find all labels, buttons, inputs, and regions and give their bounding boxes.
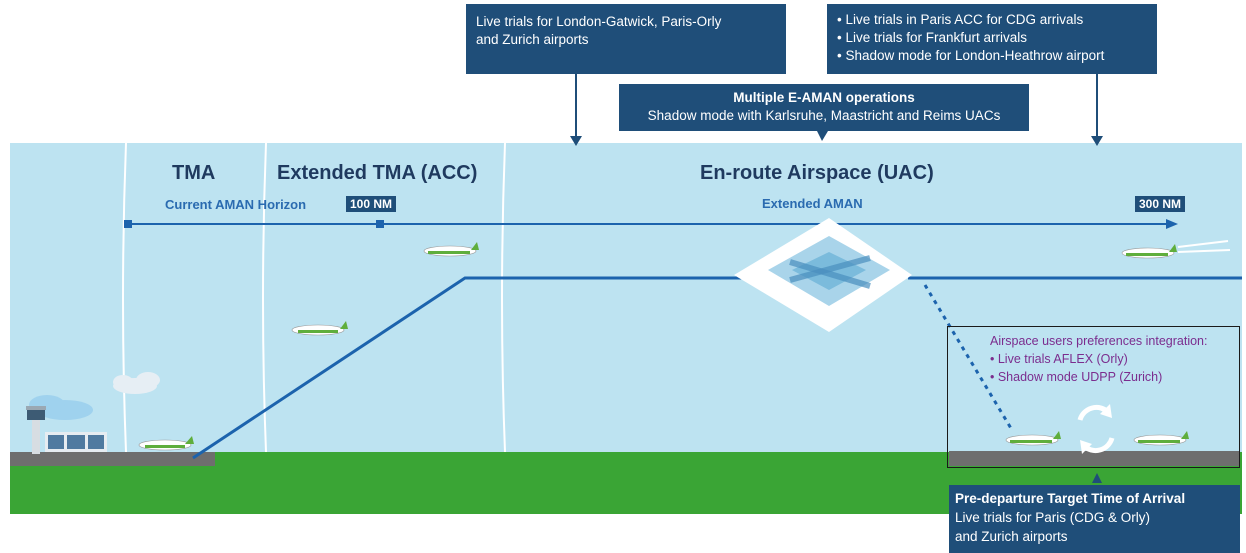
callout-left-trials: Live trials for London-Gatwick, Paris-Or… <box>466 4 786 74</box>
airplane-icon-ground-right <box>1133 431 1189 446</box>
preferences-box <box>947 326 1240 468</box>
callout-eaman-subtitle: Shadow mode with Karlsruhe, Maastricht a… <box>647 108 1001 123</box>
current-horizon-end-marker <box>376 220 384 228</box>
extended-horizon-label: Extended AMAN <box>762 196 863 211</box>
callout-predeparture-line-1: Live trials for Paris (CDG & Orly) <box>955 510 1151 525</box>
airplane-icon-cruise-right <box>1121 240 1231 259</box>
preferences-heading: Airspace users preferences integration: <box>990 334 1208 348</box>
callout-predeparture-title: Pre-departure Target Time of Arrival <box>955 491 1186 506</box>
callout-pointers <box>570 74 1103 483</box>
preferences-item-udpp: • Shadow mode UDPP (Zurich) <box>990 370 1163 384</box>
runway-right <box>949 451 1239 466</box>
callout-left-line-2: and Zurich airports <box>476 32 589 47</box>
extended-horizon-arrowhead <box>1166 219 1178 229</box>
sky-background <box>10 143 1242 455</box>
runway-left <box>10 452 215 466</box>
flight-profile-line <box>192 276 750 460</box>
airplane-icon-climb <box>291 321 348 336</box>
callout-multiple-eaman: Multiple E-AMAN operations Shadow mode w… <box>619 84 1029 131</box>
airport-terminal-icon <box>26 395 107 454</box>
preferences-item-aflex: • Live trials AFLEX (Orly) <box>990 352 1128 366</box>
extended-horizon-badge: 300 NM <box>1135 196 1186 212</box>
callout-right-trials: • Live trials in Paris ACC for CDG arriv… <box>827 4 1157 74</box>
zone-label-enroute: En-route Airspace (UAC) <box>700 162 934 184</box>
callout-eaman-title: Multiple E-AMAN operations <box>733 90 915 105</box>
callout-left-line-1: Live trials for London-Gatwick, Paris-Or… <box>476 14 722 29</box>
zone-separators <box>122 142 506 453</box>
callout-right-line-2: • Live trials for Frankfurt arrivals <box>837 30 1028 45</box>
current-horizon-start-marker <box>124 220 132 228</box>
cloud-icon <box>113 372 160 394</box>
zone-label-tma: TMA <box>172 162 216 184</box>
airplane-icon-ground-left <box>1005 431 1061 446</box>
current-horizon-badge: 100 NM <box>346 196 397 212</box>
zone-label-extended-tma: Extended TMA (ACC) <box>277 162 478 184</box>
multiple-eaman-diamond-icon <box>734 218 912 332</box>
airplane-icon-runway <box>138 436 194 451</box>
callout-predeparture-line-2: and Zurich airports <box>955 529 1068 544</box>
callout-right-line-3: • Shadow mode for London-Heathrow airpor… <box>837 48 1105 63</box>
dotted-connector <box>923 284 1014 431</box>
swap-cycle-icon <box>1077 404 1115 454</box>
airplane-icon-cruise-left <box>423 242 479 257</box>
callout-right-line-1: • Live trials in Paris ACC for CDG arriv… <box>837 12 1084 27</box>
callout-pre-departure: Pre-departure Target Time of Arrival Liv… <box>949 485 1240 553</box>
current-horizon-label: Current AMAN Horizon <box>165 197 307 212</box>
